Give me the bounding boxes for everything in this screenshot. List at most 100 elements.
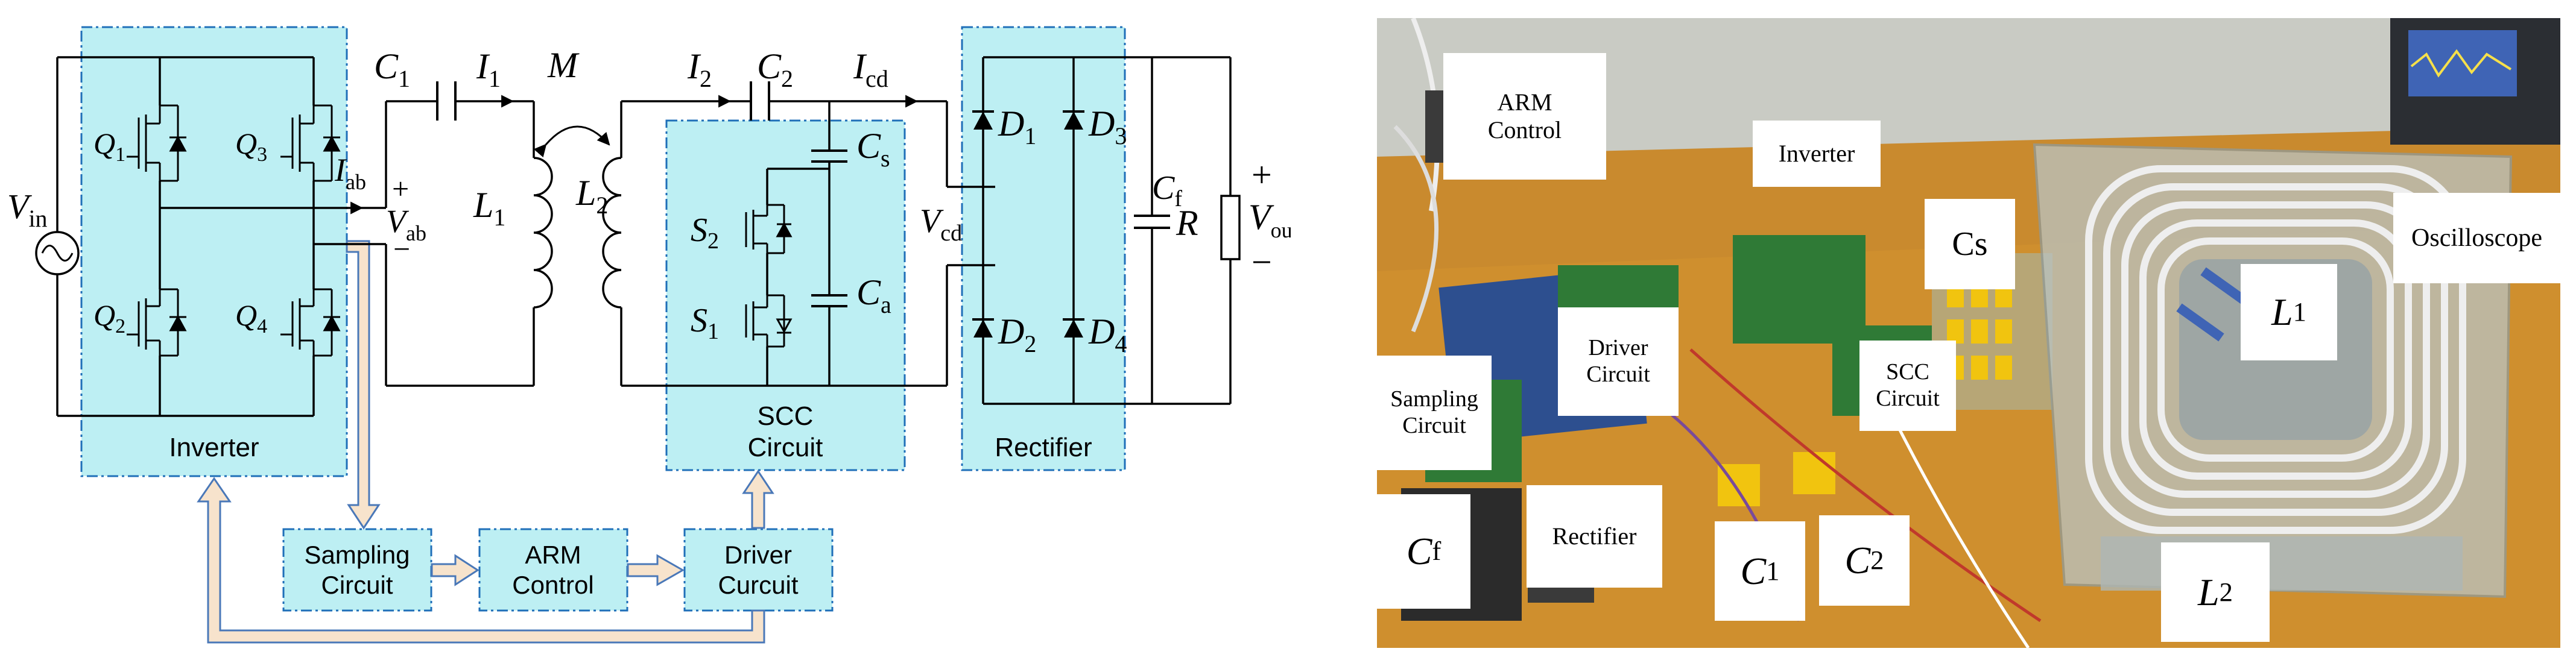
photo-label-l1-sub: 1	[2293, 297, 2306, 327]
photo-label-driver-circuit: Driver Circuit	[1558, 307, 1679, 416]
resistor-r-icon	[1220, 195, 1241, 260]
label-plus-ab: +	[392, 172, 409, 206]
label-q3: Q3	[235, 127, 267, 166]
label-l1: L1	[473, 185, 505, 231]
photo-label-c1-main: C	[1740, 549, 1767, 592]
label-l2: L2	[575, 173, 608, 219]
label-d3: D3	[1088, 104, 1127, 149]
photo-label-l1-main: L	[2271, 290, 2293, 334]
arm-block	[478, 528, 628, 612]
arrow-arm-to-driver	[627, 554, 685, 586]
driver-label-line2: Curcuit	[718, 571, 798, 599]
capacitor-ca-icon	[811, 294, 847, 307]
arm-label-line1: ARM	[525, 541, 581, 569]
label-q4: Q4	[235, 298, 267, 338]
photo-label-driver-line2: Circuit	[1586, 362, 1650, 387]
label-d4: D4	[1088, 312, 1127, 357]
photo-label-driver-line1: Driver	[1588, 335, 1648, 361]
label-m: M	[547, 45, 580, 85]
mutual-inductance-arrow-icon	[533, 125, 610, 158]
label-cf: Cf	[1152, 169, 1182, 212]
label-d2: D2	[998, 312, 1036, 357]
photo-label-cf-sub: f	[1432, 536, 1441, 567]
photo-label-scc-line2: Circuit	[1876, 386, 1940, 411]
photo-label-c2-sub: 2	[1870, 545, 1884, 576]
coil-windings	[2085, 165, 2466, 534]
capacitor-cf-icon	[1134, 215, 1170, 229]
label-vout: Vout	[1248, 197, 1291, 242]
mosfet-q4-icon	[280, 288, 341, 357]
photo-label-arm-line1: ARM	[1497, 89, 1552, 116]
mosfet-q1-icon	[127, 104, 187, 182]
inverter-block	[80, 26, 348, 477]
photo-label-arm-control: ARM Control	[1443, 53, 1606, 180]
arm-label-line2: Control	[512, 571, 593, 599]
rectifier-block	[961, 26, 1126, 471]
photo-label-sampling-line1: Sampling	[1390, 386, 1478, 412]
label-plus-out: +	[1252, 155, 1272, 195]
sampling-label-line1: Sampling	[304, 541, 410, 569]
circuit-diagram: Vin Q1 Q3 Q2 Q4 Iab + Vab − C1 I1 M L1 L…	[7, 26, 1291, 644]
label-minus-ab: −	[393, 232, 410, 266]
inductor-l1-icon	[533, 157, 553, 309]
arrow-inverter-to-sampling	[346, 240, 381, 530]
switch-s1-icon	[745, 294, 793, 348]
photo-label-l2-sub: 2	[2219, 576, 2233, 607]
prototype-photo: ARM Control Inverter Cs Oscilloscope Dri…	[1377, 18, 2560, 648]
photo-label-c2-main: C	[1844, 539, 1871, 582]
sampling-label-line2: Circuit	[321, 571, 393, 599]
sine-icon	[41, 245, 74, 262]
arrow-driver-to-scc	[742, 469, 774, 529]
c2-capacitor	[1793, 452, 1835, 494]
diode-d4-icon	[1063, 318, 1084, 338]
label-c1: C1	[374, 46, 410, 92]
photo-label-sampling-line2: Circuit	[1402, 413, 1466, 438]
photo-label-l2-main: L	[2198, 570, 2220, 614]
photo-label-oscilloscope: Oscilloscope	[2393, 193, 2560, 283]
label-q1: Q1	[93, 127, 125, 166]
photo-label-cf-main: C	[1406, 530, 1432, 573]
diode-d3-icon	[1063, 110, 1084, 130]
label-d1: D1	[998, 104, 1036, 149]
scc-block	[665, 119, 906, 471]
photo-label-arm-line2: Control	[1487, 116, 1562, 143]
switch-s2-icon	[745, 204, 793, 254]
arrow-driver-to-inverter	[197, 477, 765, 644]
feedback-arrows	[197, 240, 774, 644]
inverter-label: Inverter	[169, 433, 259, 462]
diode-d2-icon	[972, 318, 994, 338]
photo-label-c1-sub: 1	[1766, 555, 1780, 586]
capacitor-cs-icon	[811, 149, 847, 163]
rectifier-label: Rectifier	[995, 433, 1092, 462]
label-i2: I2	[687, 46, 712, 92]
driver-label-line1: Driver	[724, 541, 792, 569]
label-s1: S1	[691, 302, 719, 344]
label-cs: Cs	[856, 126, 890, 172]
photo-label-inverter: Inverter	[1753, 121, 1881, 187]
mosfet-q2-icon	[127, 288, 187, 357]
label-vin: Vin	[7, 187, 48, 232]
scc-label-line1: SCC	[758, 401, 814, 431]
label-s2: S2	[691, 212, 719, 254]
label-ca: Ca	[856, 272, 891, 318]
photo-label-scc-line1: SCC	[1886, 359, 1929, 385]
label-vcd: Vcd	[920, 203, 962, 246]
mosfet-q3-icon	[280, 104, 341, 182]
label-i1: I1	[476, 46, 501, 92]
arrow-sampling-to-arm	[431, 554, 479, 586]
photo-label-rectifier: Rectifier	[1527, 485, 1662, 588]
inductor-l2-icon	[602, 157, 622, 309]
label-q2: Q2	[93, 298, 125, 338]
scc-label-line2: Circuit	[748, 433, 823, 462]
capacitor-c2-icon	[750, 81, 770, 121]
capacitor-c1-icon	[436, 81, 457, 121]
label-minus-out: −	[1252, 242, 1272, 282]
photo-label-scc-circuit: SCC Circuit	[1859, 341, 1956, 431]
sampling-block	[282, 528, 432, 612]
label-c2: C2	[757, 46, 793, 92]
